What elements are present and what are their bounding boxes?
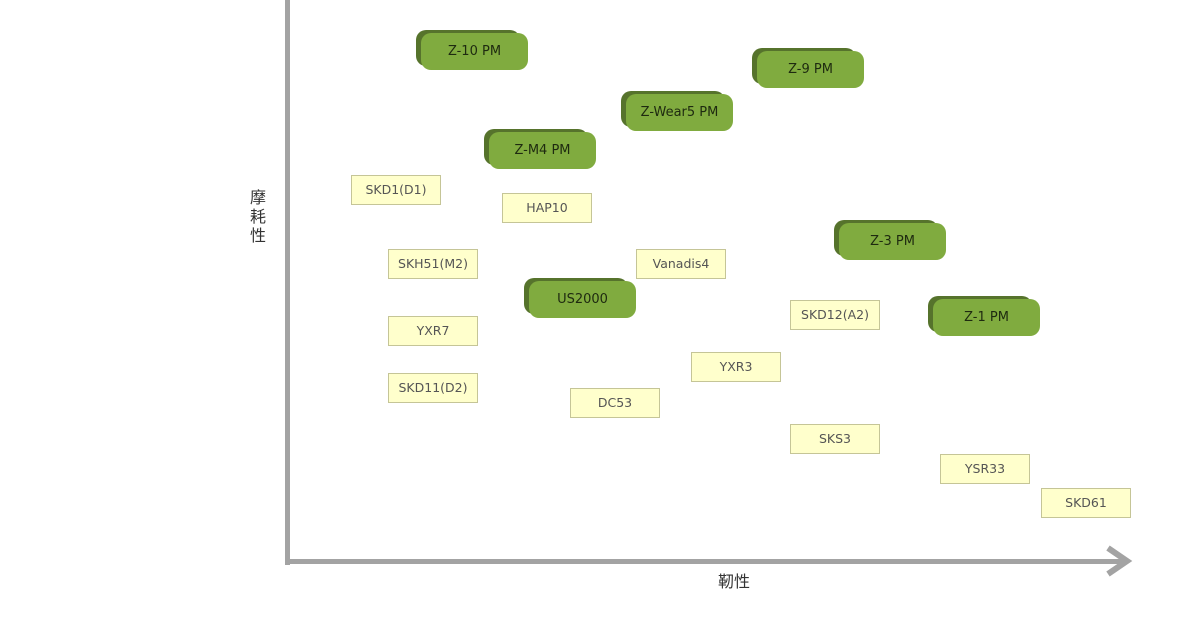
standard-steel-label: HAP10 [502,193,592,223]
premium-steel-name: Z-9 PM [757,51,864,88]
premium-steel-label: Z-3 PM [834,220,946,260]
standard-steel-label: SKD61 [1041,488,1131,518]
premium-steel-name: Z-M4 PM [489,132,596,169]
y-axis [285,0,290,565]
standard-steel-label: YSR33 [940,454,1030,484]
premium-steel-name: Z-1 PM [933,299,1040,336]
y-axis-label: 摩耗性 [249,188,266,245]
premium-steel-label: Z-M4 PM [484,129,596,169]
premium-steel-label: Z-1 PM [928,296,1040,336]
standard-steel-label: SKD11(D2) [388,373,478,403]
standard-steel-label: YXR7 [388,316,478,346]
standard-steel-label: YXR3 [691,352,781,382]
premium-steel-name: Z-10 PM [421,33,528,70]
x-axis [285,559,1123,564]
standard-steel-label: SKD1(D1) [351,175,441,205]
x-axis-label: 靭性 [718,572,751,591]
standard-steel-label: Vanadis4 [636,249,726,279]
standard-steel-label: SKD12(A2) [790,300,880,330]
premium-steel-name: Z-3 PM [839,223,946,260]
standard-steel-label: SKS3 [790,424,880,454]
premium-steel-name: Z-Wear5 PM [626,94,733,131]
premium-steel-label: Z-9 PM [752,48,864,88]
premium-steel-name: US2000 [529,281,636,318]
premium-steel-label: Z-10 PM [416,30,528,70]
premium-steel-label: Z-Wear5 PM [621,91,733,131]
premium-steel-label: US2000 [524,278,636,318]
x-axis-arrowhead-icon [1106,545,1133,577]
standard-steel-label: DC53 [570,388,660,418]
standard-steel-label: SKH51(M2) [388,249,478,279]
